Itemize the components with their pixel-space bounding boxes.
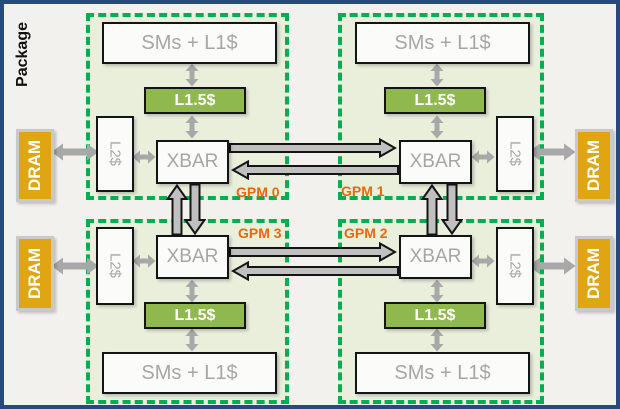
- gpm1-xbar-l2-arrow-icon: [471, 150, 495, 164]
- xbar1-to-xbar0-arrow-icon: [230, 159, 399, 181]
- gpm3-label: GPM 3: [238, 225, 282, 241]
- gpm0-sms-box: SMs + L1$: [102, 22, 277, 64]
- gpm1-sms-box: SMs + L1$: [355, 22, 530, 64]
- gpm0-l2-xbar-arrow-icon: [132, 150, 156, 164]
- gpm2-l15-box: L1.5$: [384, 302, 486, 329]
- gpm2-dram-label: DRAM: [584, 248, 603, 299]
- gpm0-sms-label: SMs + L1$: [141, 31, 238, 54]
- gpm0-sms-l15-arrow-icon: [185, 63, 199, 87]
- gpm0-l15-label: L1.5$: [174, 91, 216, 109]
- gpm3-l2-label: L2$: [106, 253, 124, 279]
- gpm1-l2-label: L2$: [506, 141, 524, 167]
- gpm1-xbar-box: XBAR: [399, 140, 472, 184]
- gpm1-dram-box: DRAM: [575, 129, 613, 202]
- gpm2-l2-dram-arrow-icon: [528, 257, 576, 275]
- gpm3-xbar-box: XBAR: [156, 235, 229, 279]
- xbar3-to-xbar0-arrow-icon: [165, 183, 189, 236]
- gpm3-sms-label: SMs + L1$: [141, 361, 238, 384]
- gpm3-l15-sms-arrow-icon: [185, 328, 199, 352]
- gpm2-xbar-box: XBAR: [399, 235, 472, 279]
- gpm0-xbar-label: XBAR: [166, 151, 219, 172]
- gpm3-dram-box: DRAM: [16, 236, 54, 311]
- gpm2-sms-box: SMs + L1$: [355, 352, 530, 394]
- gpm2-xbar-l15-arrow-icon: [430, 279, 444, 303]
- gpm3-dram-l2-arrow-icon: [51, 257, 99, 275]
- gpm3-l15-label: L1.5$: [174, 306, 216, 324]
- gpm2-l2-box: L2$: [496, 227, 534, 305]
- gpm2-l2-label: L2$: [506, 253, 524, 279]
- gpm0-label: GPM 0: [236, 184, 280, 200]
- gpm1-l2-dram-arrow-icon: [528, 143, 576, 161]
- gpm3-l15-box: L1.5$: [144, 302, 246, 329]
- gpm0-dram-label: DRAM: [25, 140, 44, 191]
- gpm1-label: GPM 1: [341, 183, 385, 199]
- gpm0-xbar-box: XBAR: [156, 140, 229, 184]
- gpm2-label: GPM 2: [344, 225, 388, 241]
- gpm3-xbar-label: XBAR: [166, 246, 219, 267]
- gpm2-l15-label: L1.5$: [414, 306, 456, 324]
- xbar0-to-xbar3-arrow-icon: [183, 183, 207, 236]
- xbar2-to-xbar3-arrow-icon: [230, 260, 399, 282]
- gpm0-dram-l2-arrow-icon: [51, 143, 99, 161]
- gpm3-l2-box: L2$: [96, 227, 134, 305]
- xbar3-to-xbar2-arrow-icon: [229, 241, 398, 263]
- gpm0-dram-box: DRAM: [16, 129, 54, 202]
- gpm2-xbar-label: XBAR: [409, 246, 462, 267]
- gpm3-dram-label: DRAM: [25, 248, 44, 299]
- gpm2-l15-sms-arrow-icon: [430, 328, 444, 352]
- gpm1-sms-l15-arrow-icon: [430, 63, 444, 87]
- gpm0-l15-box: L1.5$: [144, 87, 246, 114]
- package-label-text: Package: [14, 21, 31, 87]
- xbar2-to-xbar1-arrow-icon: [420, 183, 444, 236]
- package-label: Package: [10, 14, 36, 94]
- gpm1-l15-label: L1.5$: [414, 91, 456, 109]
- gpm1-dram-label: DRAM: [584, 140, 603, 191]
- gpm0-l15-xbar-arrow-icon: [185, 115, 199, 139]
- gpm3-xbar-l15-arrow-icon: [185, 279, 199, 303]
- gpm2-xbar-l2-arrow-icon: [471, 254, 495, 268]
- gpm0-l2-box: L2$: [96, 116, 134, 192]
- gpm1-sms-label: SMs + L1$: [394, 31, 491, 54]
- gpm1-l15-xbar-arrow-icon: [430, 115, 444, 139]
- gpm1-xbar-label: XBAR: [409, 151, 462, 172]
- gpm0-l2-label: L2$: [106, 141, 124, 167]
- gpm2-sms-label: SMs + L1$: [394, 361, 491, 384]
- gpm1-l2-box: L2$: [496, 116, 534, 192]
- gpm3-l2-xbar-arrow-icon: [132, 254, 156, 268]
- gpm2-dram-box: DRAM: [575, 236, 613, 311]
- xbar1-to-xbar2-arrow-icon: [440, 183, 464, 236]
- gpm1-l15-box: L1.5$: [384, 87, 486, 114]
- xbar0-to-xbar1-arrow-icon: [229, 137, 398, 159]
- gpm3-sms-box: SMs + L1$: [102, 352, 277, 394]
